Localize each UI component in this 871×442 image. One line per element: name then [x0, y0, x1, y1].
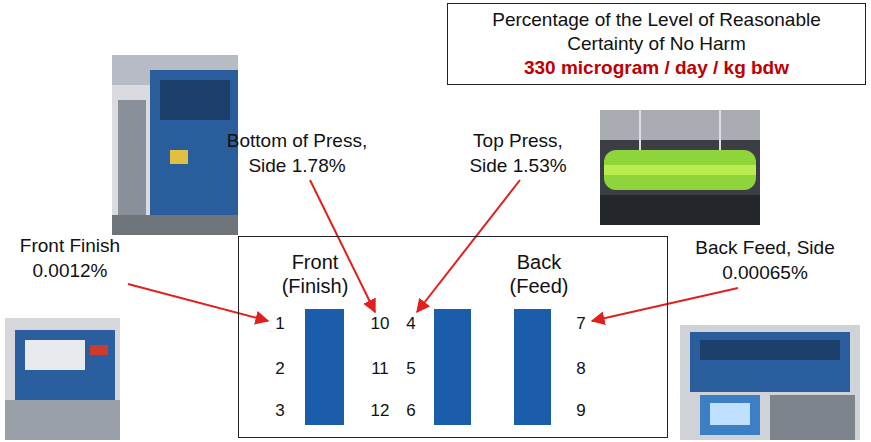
criterion-value: 330 microgram / day / kg bdw — [456, 56, 857, 80]
leader-arrow — [128, 284, 268, 321]
callout-number: 1 — [265, 313, 295, 334]
press-photo — [112, 55, 238, 235]
callout-number: 5 — [399, 358, 423, 379]
leader-arrow — [417, 180, 520, 312]
press-unit — [514, 309, 551, 425]
callout-number: 4 — [399, 313, 423, 334]
press-unit — [434, 309, 471, 425]
finish-photo — [5, 318, 120, 440]
callout-label: Back Feed, Side 0.00065% — [678, 235, 853, 285]
press-layout-box: Front (Finish) Back (Feed) 1 104 7 2 115 8 3 126 9 — [238, 236, 668, 438]
end-heading: Front (Finish) — [265, 250, 365, 298]
callout-number: 6 — [399, 400, 423, 421]
criterion-text: Percentage of the Level of Reasonable Ce… — [462, 8, 852, 56]
callout-number: 8 — [569, 358, 593, 379]
leader-arrow — [592, 288, 738, 321]
press-unit — [305, 309, 344, 425]
callout-label: Front Finish 0.0012% — [4, 233, 136, 283]
callout-number: 9 — [569, 400, 593, 421]
criterion-box: Percentage of the Level of Reasonable Ce… — [447, 3, 866, 85]
feed-photo — [680, 325, 860, 440]
callout-number: 7 — [569, 313, 593, 334]
callout-number: 2 — [265, 358, 295, 379]
callout-label: Bottom of Press, Side 1.78% — [215, 128, 380, 178]
end-heading: Back (Feed) — [492, 250, 587, 298]
callout-number: 10 — [365, 313, 395, 334]
callout-label: Top Press, Side 1.53% — [457, 128, 579, 178]
callout-number: 11 — [365, 358, 395, 379]
callout-number: 12 — [365, 400, 395, 421]
callout-number: 3 — [265, 400, 295, 421]
roller-photo — [600, 110, 760, 225]
